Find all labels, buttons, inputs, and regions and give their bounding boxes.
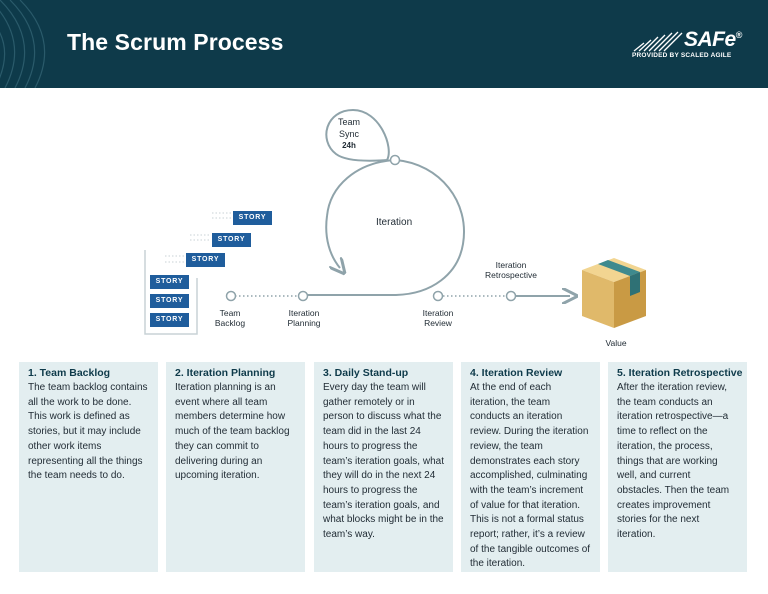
page-title: The Scrum Process xyxy=(67,29,284,55)
header-banner: The Scrum Process SAFe® PROVIDED BY SCAL… xyxy=(0,0,768,88)
backlog-bracket xyxy=(144,250,198,335)
card-title: 4. Iteration Review xyxy=(470,367,563,379)
card-iteration-planning: 2. Iteration Planning Iteration planning… xyxy=(166,362,305,572)
step-cards: 1. Team Backlog The team backlog contain… xyxy=(19,362,747,572)
story-card: STORY xyxy=(150,313,189,327)
iteration-label: Iteration xyxy=(376,217,413,228)
story-card: STORY xyxy=(150,275,189,289)
card-body: Iteration planning is an event where all… xyxy=(175,382,290,482)
card-title: 2. Iteration Planning xyxy=(175,367,276,379)
node-team-backlog xyxy=(225,290,237,302)
card-title: 1. Team Backlog xyxy=(28,367,111,379)
card-body: Every day the team will gather remotely … xyxy=(323,382,444,541)
story-card: STORY xyxy=(233,211,272,225)
team-sync-label: Team Sync 24h xyxy=(338,117,361,150)
decorative-lines xyxy=(0,0,46,88)
logo-wordmark: SAFe® xyxy=(684,28,742,51)
node-iteration-planning xyxy=(297,290,309,302)
card-body: At the end of each iteration, the team c… xyxy=(470,382,591,570)
value-box-icon xyxy=(582,258,646,328)
value-label: Value xyxy=(605,338,627,348)
scrum-diagram: Team Sync 24h Iteration STORY STORY STOR… xyxy=(0,88,768,360)
card-title: 5. Iteration Retrospective xyxy=(617,367,743,379)
card-team-backlog: 1. Team Backlog The team backlog contain… xyxy=(19,362,158,572)
story-card: STORY xyxy=(150,294,189,308)
card-body: After the iteration review, the team con… xyxy=(617,382,730,541)
team-sync-loop xyxy=(325,108,390,162)
node-iteration-retrospective xyxy=(505,290,517,302)
card-title: 3. Daily Stand-up xyxy=(323,367,409,379)
logo-subtitle: PROVIDED BY SCALED AGILE xyxy=(632,52,732,59)
node-iteration-review xyxy=(432,290,444,302)
card-iteration-retrospective: 5. Iteration Retrospective After the ite… xyxy=(608,362,747,572)
card-body: The team backlog contains all the work t… xyxy=(28,382,148,482)
diagram-lines xyxy=(144,108,646,335)
card-daily-standup: 3. Daily Stand-up Every day the team wil… xyxy=(314,362,453,572)
logo-mountain-icon xyxy=(633,31,683,52)
story-card: STORY xyxy=(212,233,251,247)
card-iteration-review: 4. Iteration Review At the end of each i… xyxy=(461,362,600,572)
iteration-circle-left xyxy=(325,159,395,268)
iteration-circle-right xyxy=(304,159,465,296)
story-card: STORY xyxy=(186,253,225,267)
safe-logo: SAFe® PROVIDED BY SCALED AGILE xyxy=(632,28,742,64)
node-team-sync xyxy=(389,154,401,166)
